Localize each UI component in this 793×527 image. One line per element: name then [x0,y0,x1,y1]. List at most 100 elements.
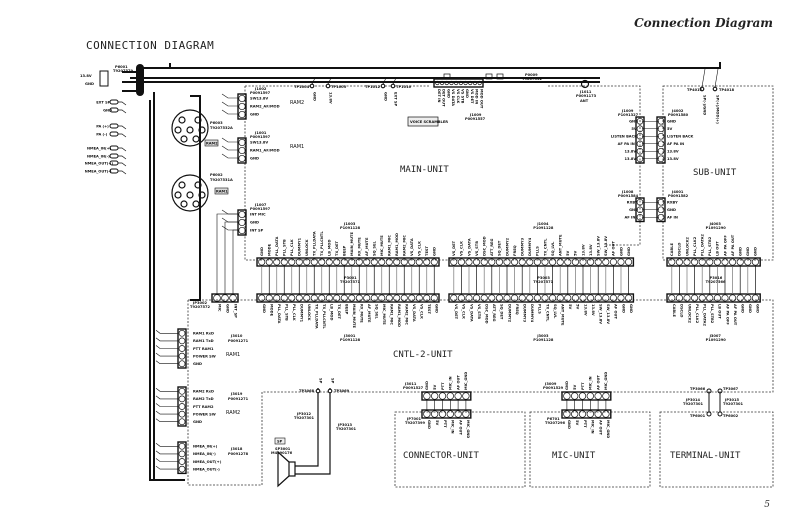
ribbon-1-top-signal: PLL_DATA [275,236,279,256]
jack-wire [155,450,178,455]
ribbon-3-top-pin [668,258,676,266]
ribbon-1-bottom-pin [378,294,386,302]
test-point-signal: EXT SP [394,92,398,107]
ribbon-2-top-pin [587,258,595,266]
jack-tag: RAM1 [290,144,304,150]
ribbon-2-top-signal: 13.8V [589,244,593,256]
ribbon-1-top-pin [378,258,386,266]
ribbon-3-bottom-pin [706,294,714,302]
terminal-unit-label: TERMINAL-UNIT [670,451,741,461]
ribbon-1-top-pin [340,258,348,266]
connector-link-bottom-pin [431,410,439,418]
ribbon-1-top-pin [393,258,401,266]
ribbon-2-bottom-pin [587,294,595,302]
ribbon-2-bottom-signal: DUMMY3 [523,304,527,323]
connector-link-top-pin [462,392,470,400]
connector-link-bottom-pin [438,410,447,418]
cntl2-unit-box [187,299,774,486]
speaker-tag: SP [277,440,283,444]
ribbon-1-top-pin [288,258,296,266]
ribbon-1-bottom-part: P1091128 [340,338,361,342]
jack-j1007-pin [238,210,246,219]
ribbon-3-top-ref: J4003 [709,222,722,226]
mic-link-top-body [561,391,612,401]
ribbon-2-top-pin [495,258,503,266]
terminal-unit-box [659,411,774,488]
ribbon-3-top-signal: AF PA OUT [731,234,735,256]
ribbon-1-bottom-ref: J3001 [343,334,356,338]
jack-pin-label: GND [193,362,202,366]
page-number: 5 [764,500,770,510]
ribbon-2-bottom-signal: GND [629,304,633,313]
tp3066-ref: TP3066 [690,387,706,391]
p6003-ref: P6003 [210,121,223,125]
ribbon-2-bottom-signal: DSC_MOD [485,304,489,324]
ribbon-3-top-signal: CABLE [670,243,674,256]
link-signal-main: RXBY [627,201,638,205]
link-sub-part: P0091582 [668,194,689,198]
ribbon-3-bottom-pin [698,294,706,302]
ribbon-2-bottom-ref: J3003 [536,334,549,338]
mic-link-top-signal: MIC_IN [589,376,593,390]
ribbon-2-bottom-signal: TX_CNTL [545,304,549,322]
jack-pin-label: GND [250,221,259,225]
ribbon-2-bottom-signal: FREQ [515,304,519,315]
ribbon-3-bottom-pin [744,294,752,302]
mic-link-bottom-pin [602,410,610,418]
ribbon-1-bottom-pin [318,294,326,302]
link-signal-main: 13.8V [625,157,637,161]
jack-part: P0091271 [228,397,249,401]
jp3002-pin [213,294,221,302]
ribbon-2-top-pin [503,258,511,266]
jack-wire [155,403,178,407]
link-signal-sub: RXBY [667,201,678,205]
jack-j1007-body [237,209,247,236]
ribbon-2-bottom-signal: 13.8V [591,304,595,316]
ribbon-2-bottom-signal: VS_STB [477,304,481,319]
jack-j1001-body [237,137,247,164]
jack-pin-label: RAM2_AF/MOD [250,105,280,109]
mic-link-top-signal: MIC_GND [604,372,608,390]
ribbon-3-bottom-pin [668,294,676,302]
ribbon-1-bottom-signal: TX_PLLCNTL [322,304,326,329]
ribbon-2-bottom-signal: DUMMY4 [530,304,534,323]
ribbon-2-top-signal: VS_DET [452,240,456,256]
ribbon-1-top-signal: AF_MUTE [365,237,369,256]
ribbon-1-bottom-pin [273,294,281,302]
voice-scrambler-label: VOICE SCRAMBLER [410,120,448,124]
jack-j3010-pin [178,329,186,337]
ribbon-2-bottom-signal: 13.8V [583,304,587,316]
ribbon-2-top-pin [564,258,572,266]
ribbon-3-bottom-signal: PLL_DATA2 [703,304,707,326]
ribbon-2-top-signal: TX_CNTL [543,238,547,256]
jp3002-wire [224,221,238,294]
jack-wire [221,109,238,115]
j1009-ref: J1009 [469,113,482,117]
speaker-icon [277,388,331,488]
ribbon-1-top-signal: TX_PLLDATA [313,231,317,256]
ribbon-2-bottom-signal: ANT_MUTE [561,304,565,326]
link-signal-main: GND [629,208,638,212]
test-point-ref: TP1012 [365,85,381,89]
ribbon-1-top-pin [423,258,431,266]
ribbon-3-top-pin [736,258,744,266]
jp3002-wire [216,213,238,294]
ribbon-3-bottom-body [666,293,761,303]
jp3002-signal: GND [225,304,229,313]
jack-wire [155,345,178,349]
ribbon-2-bottom-pin [579,294,587,302]
jack-j1001-pin [238,154,246,163]
mic-link-bottom-signal: MIC_GND [606,420,610,438]
external-jack-icon [109,131,119,137]
ribbon-1-bottom-pin [363,294,371,302]
jack-pin-label: GND [250,113,259,117]
ribbon-2-top-signal: AF OUT [612,241,616,256]
external-jack-label: NMEA_OUT(-) [85,169,112,173]
ribbon-2-top-signal: GND [619,247,623,256]
jp3002-signal: INT_SP [233,304,237,318]
jack-wire [221,225,238,231]
terminal-test-points [706,388,723,417]
connector-link-bottom-pin [462,410,470,418]
